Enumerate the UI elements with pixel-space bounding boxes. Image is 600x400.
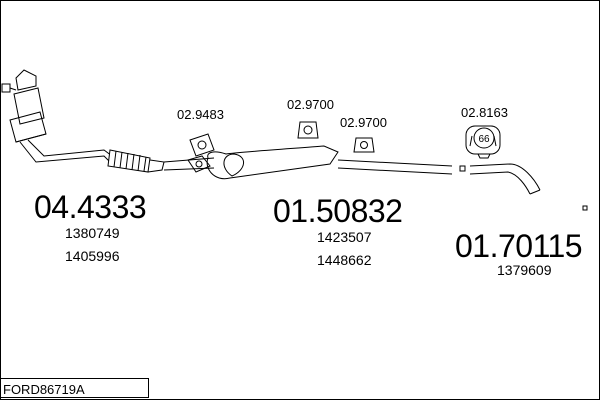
group-middle-part-number: 01.50832 (273, 193, 403, 229)
catalytic-converter[interactable] (1, 69, 47, 143)
cat-upper-cone (13, 87, 45, 125)
clamp-ring (473, 127, 495, 149)
group-rear-ref-1: 1379609 (497, 262, 552, 278)
gasket[interactable] (187, 133, 215, 173)
connecting-pipe-top[interactable] (337, 159, 453, 167)
group-middle-ref-1: 1423507 (317, 229, 372, 245)
part-label-mount-1: 02.9700 (287, 97, 334, 112)
vehicle-code: FORD86719A (0, 378, 149, 398)
hanger-foot (477, 153, 491, 159)
group-rear-part-number: 01.70115 (455, 228, 583, 264)
rubber-mount-1[interactable] (297, 121, 319, 139)
flex-pipe-end (147, 159, 165, 173)
connecting-pipe-bottom[interactable] (337, 167, 453, 175)
silencer-end-cap (223, 153, 244, 177)
sensor-plug (1, 83, 11, 93)
group-middle-ref-2: 1448662 (317, 252, 372, 268)
tail-pipe-bottom[interactable] (469, 171, 531, 195)
cat-inlet-flange (15, 69, 37, 91)
silencer[interactable] (206, 145, 339, 180)
rubber-mount-2[interactable] (353, 137, 375, 153)
front-pipe-bottom[interactable] (27, 139, 113, 157)
tail-pipe-top[interactable] (469, 163, 541, 191)
mid-pipe-top[interactable] (163, 157, 215, 163)
part-label-hanger: 02.8163 (461, 105, 508, 120)
group-front-part-number: 04.4333 (34, 189, 147, 225)
group-front-ref-2: 1405996 (65, 248, 120, 264)
end-marker (582, 205, 588, 211)
clamp-size-label: 66 (478, 134, 490, 145)
front-pipe-top[interactable] (19, 141, 113, 165)
cat-body (9, 111, 47, 143)
flex-pipe[interactable] (107, 149, 165, 173)
sensor-wire (9, 87, 17, 91)
group-front-ref-1: 1380749 (65, 225, 120, 241)
cat-outlet (15, 133, 47, 143)
part-label-gasket: 02.9483 (177, 107, 224, 122)
pipe-clamp[interactable] (459, 165, 466, 172)
mid-pipe-bottom[interactable] (163, 167, 215, 171)
tail-pipe-tip (529, 189, 541, 195)
flex-pipe-corrugation (113, 150, 147, 172)
part-label-mount-2: 02.9700 (340, 115, 387, 130)
exhaust-hanger[interactable] (465, 125, 501, 159)
